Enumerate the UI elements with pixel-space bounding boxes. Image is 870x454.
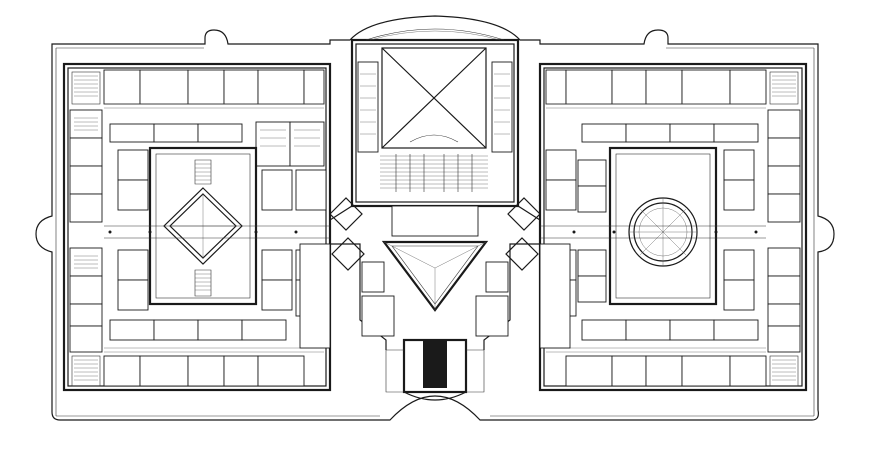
left-bottom-rooms xyxy=(103,347,324,387)
central-lobby xyxy=(299,197,571,401)
columns xyxy=(108,230,758,234)
left-corridor xyxy=(104,225,330,239)
right-wing xyxy=(538,62,808,392)
left-west-rooms xyxy=(69,109,103,353)
right-corridor xyxy=(540,225,766,239)
right-stairs xyxy=(769,71,799,387)
left-wing xyxy=(62,62,332,392)
left-service-block xyxy=(255,121,327,211)
left-inner-rooms xyxy=(109,123,327,341)
central-hall xyxy=(350,28,520,208)
right-east-rooms xyxy=(767,109,801,353)
left-stairs xyxy=(71,71,101,387)
site-boundary xyxy=(35,15,835,421)
left-top-rooms xyxy=(103,69,325,109)
right-bottom-rooms xyxy=(546,347,767,387)
right-top-rooms xyxy=(545,69,767,109)
hall-seating xyxy=(380,154,488,192)
